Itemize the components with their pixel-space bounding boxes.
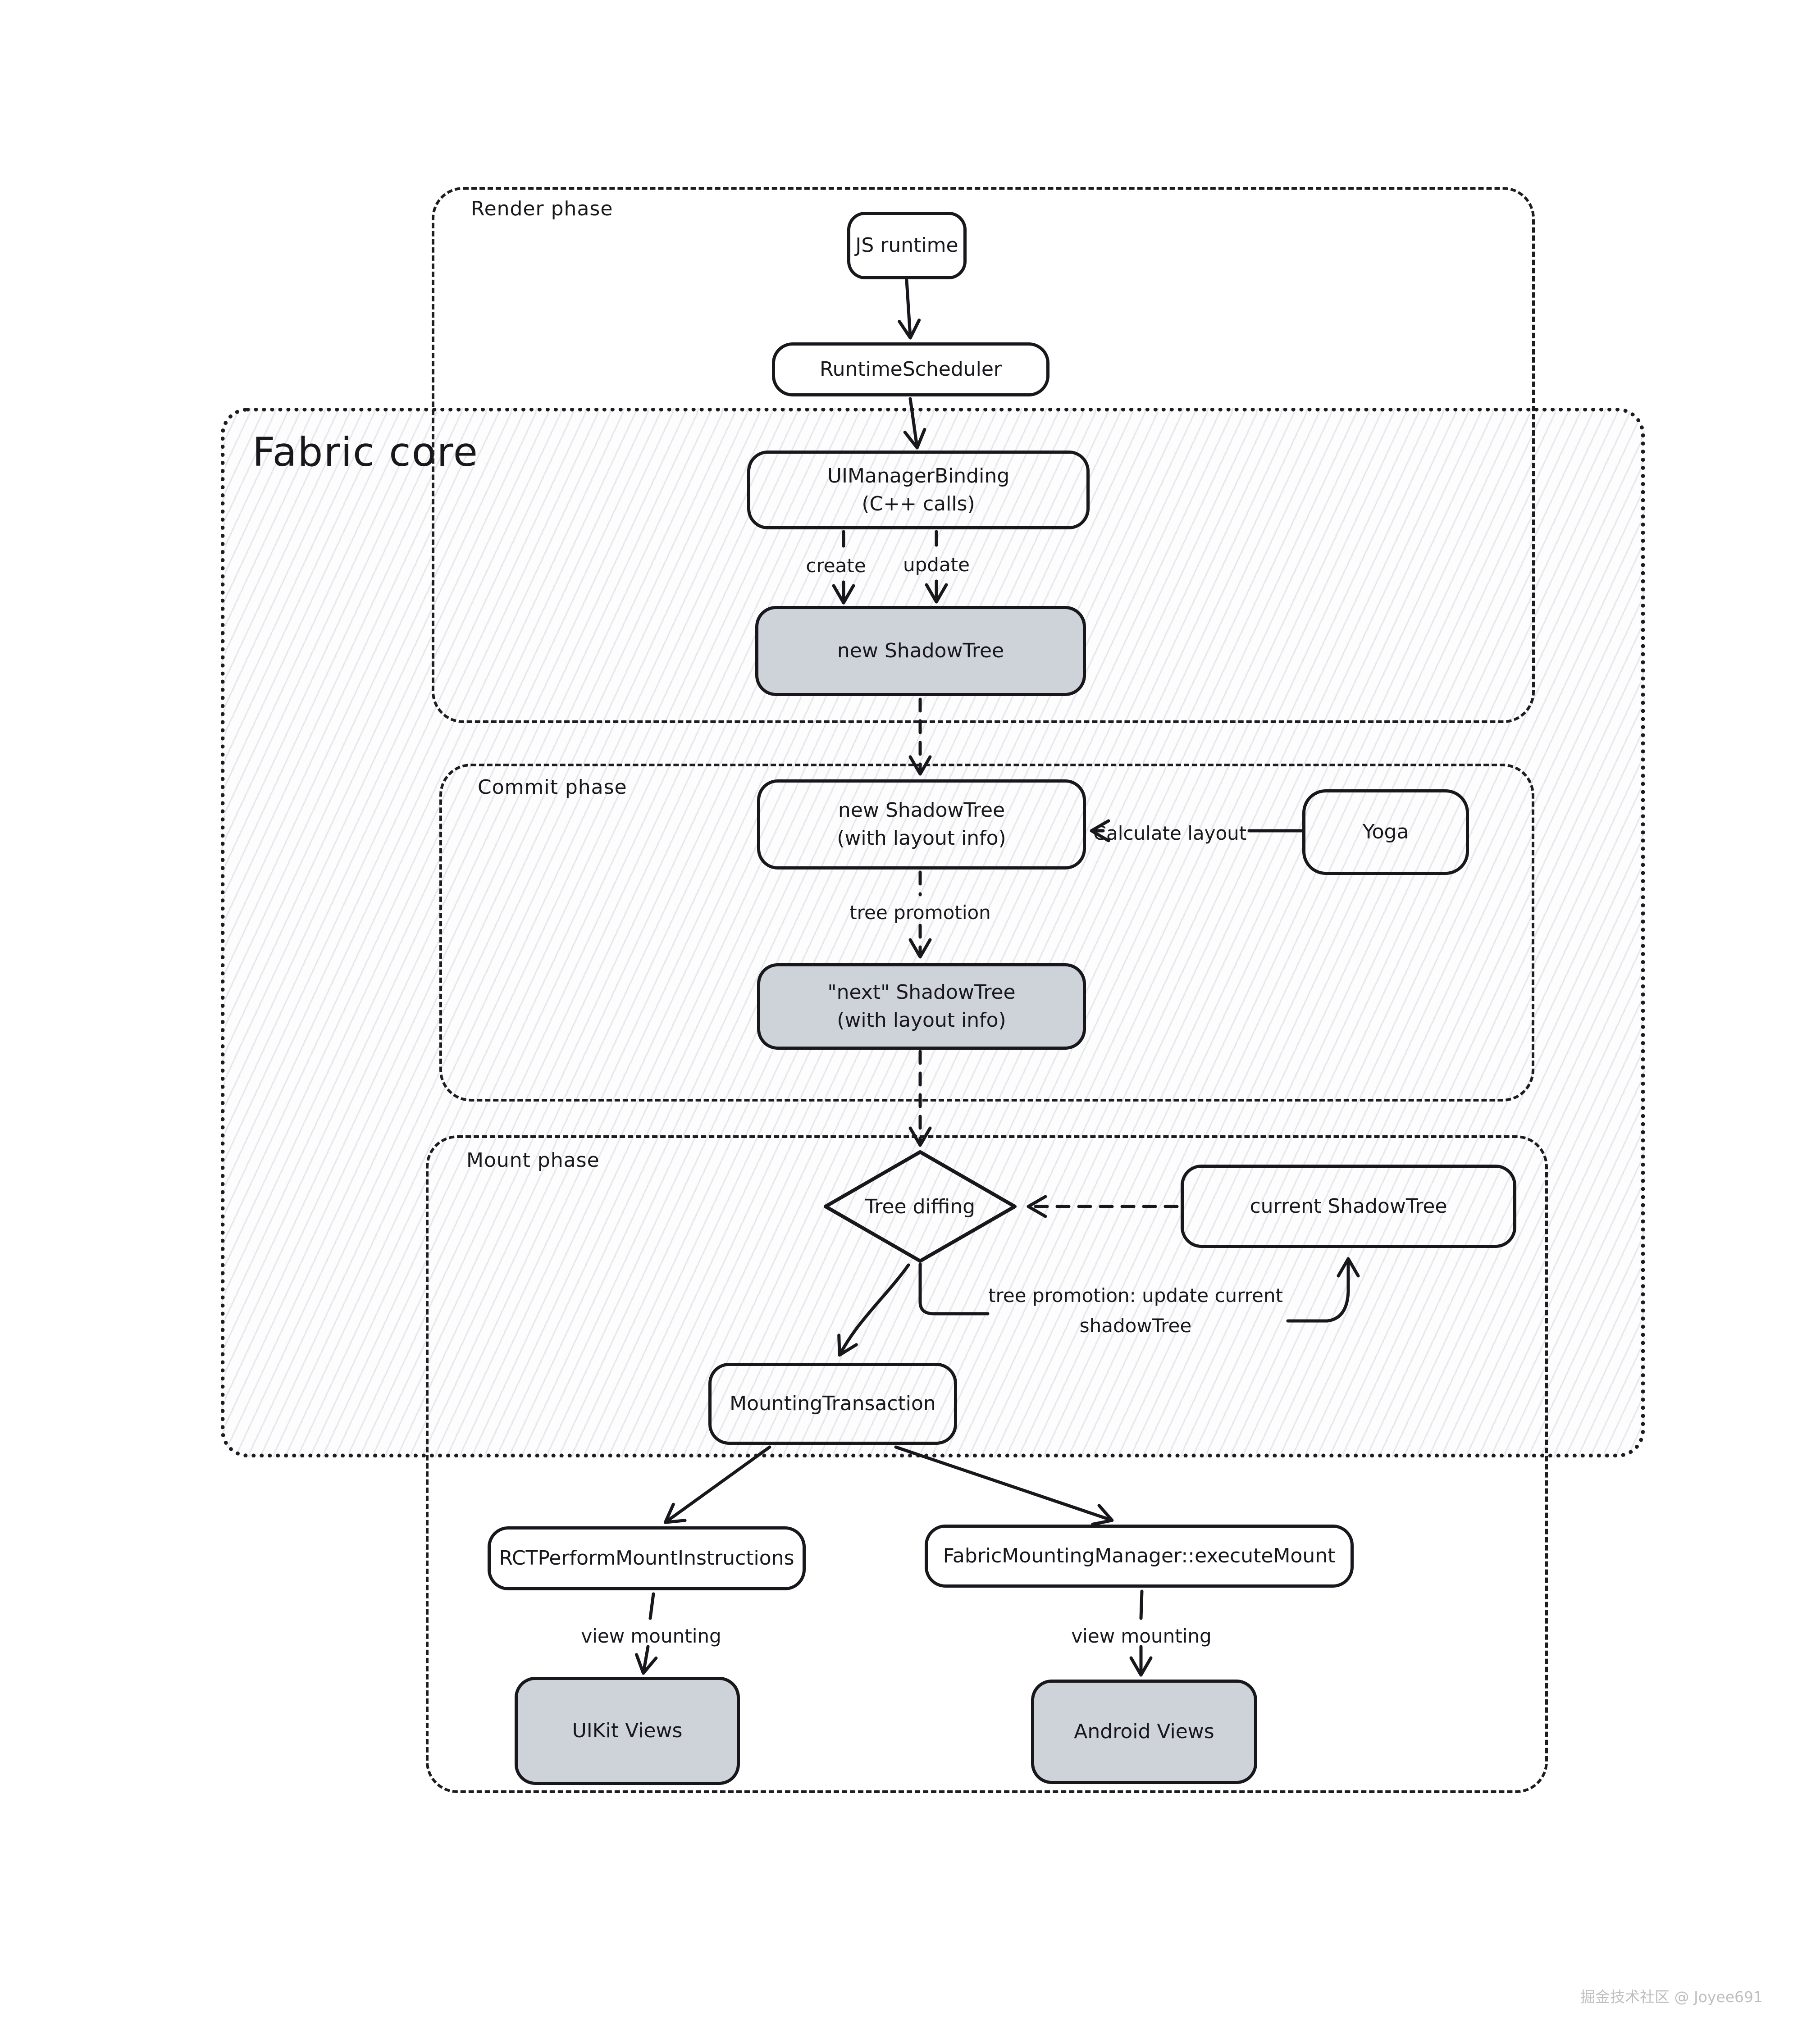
render-phase-container bbox=[432, 187, 1535, 723]
node-runtime-scheduler: RuntimeScheduler bbox=[772, 342, 1049, 396]
node-rct-perform-mount-instructions: RCTPerformMountInstructions bbox=[488, 1526, 806, 1590]
node-js-runtime-label: JS runtime bbox=[855, 234, 958, 257]
node-uimanager-binding-label: UIManagerBinding bbox=[827, 464, 1010, 487]
node-uikit-views-label: UIKit Views bbox=[572, 1719, 683, 1743]
node-yoga: Yoga bbox=[1302, 789, 1469, 875]
render-phase-label: Render phase bbox=[471, 197, 613, 220]
edge-label-calculate-layout: Calculate layout bbox=[1093, 822, 1247, 844]
node-mounting-transaction: MountingTransaction bbox=[708, 1363, 957, 1445]
node-new-shadow-tree-label: new ShadowTree bbox=[837, 639, 1004, 663]
node-android-views: Android Views bbox=[1031, 1680, 1257, 1784]
node-runtime-scheduler-label: RuntimeScheduler bbox=[819, 358, 1002, 381]
fabric-core-container bbox=[221, 408, 1645, 1457]
node-next-shadow-tree-sublabel: (with layout info) bbox=[837, 1009, 1006, 1032]
node-next-shadow-tree: "next" ShadowTree (with layout info) bbox=[757, 963, 1086, 1050]
node-new-shadow-tree-layout-label: new ShadowTree bbox=[838, 799, 1005, 822]
commit-phase-container bbox=[439, 764, 1534, 1102]
edge-label-tree-promotion-update-line2: shadowTree bbox=[1079, 1315, 1192, 1337]
edge-label-tree-promotion-update: tree promotion: update current shadowTre… bbox=[988, 1280, 1283, 1341]
edge-label-view-mounting-right: view mounting bbox=[1071, 1625, 1212, 1647]
node-js-runtime: JS runtime bbox=[847, 212, 967, 279]
node-mounting-transaction-label: MountingTransaction bbox=[730, 1392, 936, 1416]
node-android-views-label: Android Views bbox=[1074, 1720, 1214, 1744]
node-uimanager-binding: UIManagerBinding (C++ calls) bbox=[747, 451, 1090, 529]
node-uikit-views: UIKit Views bbox=[515, 1677, 740, 1785]
node-uimanager-binding-sublabel: (C++ calls) bbox=[862, 492, 975, 515]
node-new-shadow-tree-layout-sublabel: (with layout info) bbox=[837, 827, 1006, 850]
node-current-shadow-tree: current ShadowTree bbox=[1181, 1165, 1516, 1248]
node-yoga-label: Yoga bbox=[1362, 820, 1409, 844]
node-next-shadow-tree-label: "next" ShadowTree bbox=[827, 981, 1016, 1004]
edge-label-tree-promotion: tree promotion bbox=[849, 901, 991, 924]
edge-label-create: create bbox=[806, 555, 866, 577]
node-fabric-mounting-manager-execute-mount: FabricMountingManager::executeMount bbox=[925, 1525, 1354, 1588]
watermark: 掘金技术社区 @ Joyee691 bbox=[1580, 1988, 1763, 2006]
mount-phase-container bbox=[426, 1135, 1548, 1793]
fabric-core-label: Fabric core bbox=[252, 429, 479, 475]
edge-label-tree-promotion-update-line1: tree promotion: update current bbox=[988, 1284, 1283, 1307]
edge-label-update: update bbox=[903, 554, 970, 576]
node-current-shadow-tree-label: current ShadowTree bbox=[1250, 1194, 1447, 1218]
node-rct-perform-label: RCTPerformMountInstructions bbox=[499, 1547, 794, 1570]
commit-phase-label: Commit phase bbox=[478, 776, 627, 799]
node-new-shadow-tree-layout: new ShadowTree (with layout info) bbox=[757, 779, 1086, 869]
mount-phase-label: Mount phase bbox=[466, 1149, 600, 1172]
node-tree-diffing: Tree diffing bbox=[821, 1147, 1019, 1266]
edge-label-view-mounting-left: view mounting bbox=[581, 1625, 721, 1647]
node-new-shadow-tree: new ShadowTree bbox=[755, 606, 1086, 696]
node-fabric-execute-label: FabricMountingManager::executeMount bbox=[943, 1544, 1336, 1568]
node-tree-diffing-label: Tree diffing bbox=[865, 1195, 976, 1218]
tree-diffing-diamond-shape bbox=[824, 1150, 1017, 1263]
